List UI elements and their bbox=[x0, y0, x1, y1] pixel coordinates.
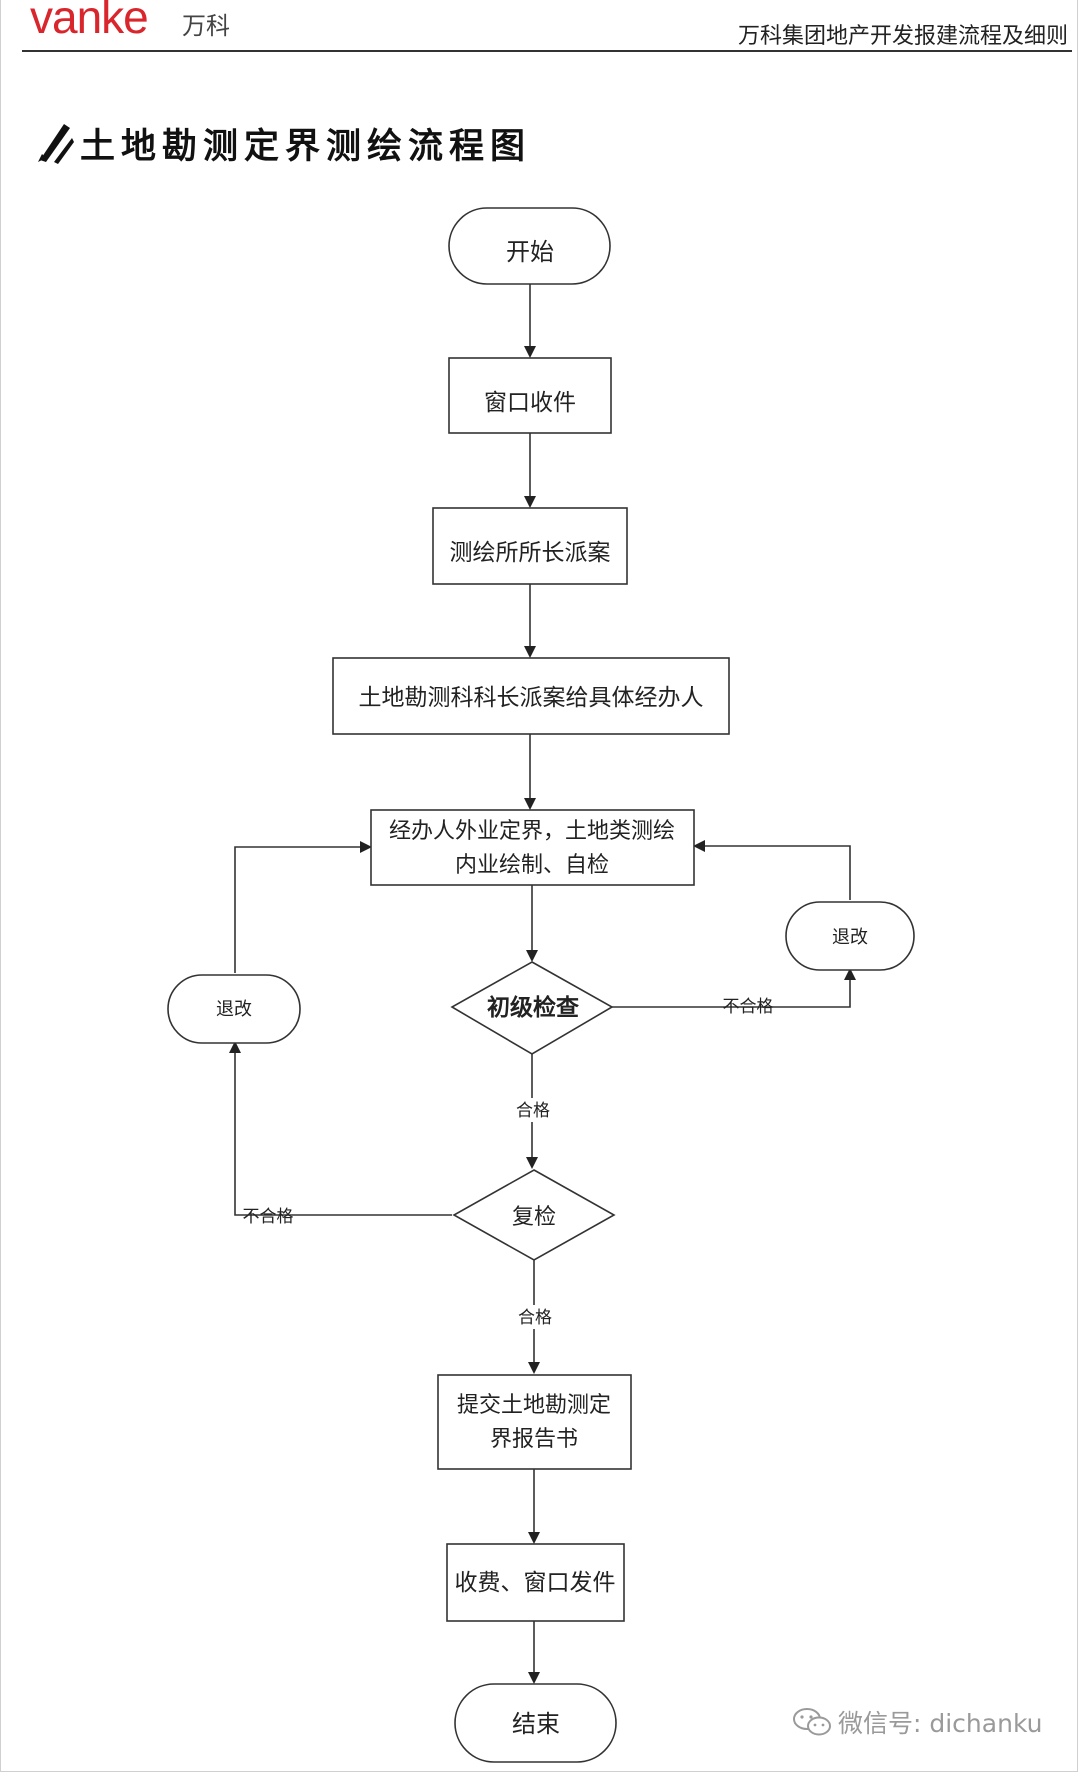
pass1-label-front: 合格 bbox=[516, 1101, 550, 1121]
decision1-label: 初级检查 bbox=[487, 994, 579, 1021]
step-charge-issue bbox=[446, 1543, 625, 1622]
return-left-label: 退改 bbox=[216, 999, 252, 1020]
return-left-terminal bbox=[167, 974, 301, 1044]
decision-recheck bbox=[452, 1169, 616, 1261]
end-label: 结束 bbox=[512, 1710, 560, 1738]
step4-label-line1: 经办人外业定界，土地类测绘 bbox=[389, 819, 675, 844]
step2-label: 测绘所所长派案 bbox=[450, 540, 611, 566]
pen-icon bbox=[38, 124, 74, 164]
arrow-decision2-fail bbox=[229, 1041, 452, 1216]
step1-label: 窗口收件 bbox=[484, 390, 576, 416]
page-header: vanke 万科 万科集团地产开发报建流程及细则 bbox=[22, 0, 1072, 52]
step5-label-line1: 提交土地勘测定 bbox=[457, 1393, 611, 1418]
arrow-return-right-to-step4 bbox=[693, 840, 851, 900]
pass2-label-front: 合格 bbox=[518, 1308, 552, 1328]
watermark-text: 微信号: dichanku bbox=[838, 1709, 1043, 1738]
return-right-terminal bbox=[785, 901, 915, 971]
fail-left-label: 不合格 bbox=[243, 1207, 294, 1227]
step-director-assign bbox=[432, 507, 628, 585]
step-window-receive bbox=[448, 357, 612, 434]
decision2-label: 复检 bbox=[512, 1205, 556, 1230]
fail-right-label: 不合格 bbox=[723, 997, 774, 1017]
vanke-logo: vanke bbox=[30, 0, 149, 43]
step-submit-report bbox=[437, 1374, 632, 1470]
wechat-icon bbox=[793, 1708, 831, 1736]
step3-label: 土地勘测科科长派案给具体经办人 bbox=[359, 685, 704, 711]
start-terminal bbox=[448, 207, 611, 285]
step6-label: 收费、窗口发件 bbox=[455, 1570, 616, 1596]
vanke-logo-cn: 万科 bbox=[182, 12, 230, 40]
end-terminal bbox=[454, 1683, 617, 1763]
start-label: 开始 bbox=[506, 238, 554, 266]
step4-label-line2: 内业绘制、自检 bbox=[455, 853, 609, 878]
pass1-label-bg bbox=[515, 1098, 553, 1122]
arrow-return-left-to-step4 bbox=[234, 841, 372, 973]
decision-initial-check bbox=[450, 961, 614, 1055]
arrow-decision1-fail bbox=[612, 968, 856, 1008]
return-right-label: 退改 bbox=[832, 927, 868, 948]
page-title: 土地勘测定界测绘流程图 bbox=[80, 127, 532, 167]
step-field-work bbox=[370, 809, 695, 886]
document-title: 万科集团地产开发报建流程及细则 bbox=[737, 24, 1068, 49]
pass2-label-bg bbox=[517, 1305, 555, 1329]
step-section-chief-assign bbox=[332, 657, 730, 735]
step5-label-line2: 界报告书 bbox=[490, 1427, 578, 1452]
